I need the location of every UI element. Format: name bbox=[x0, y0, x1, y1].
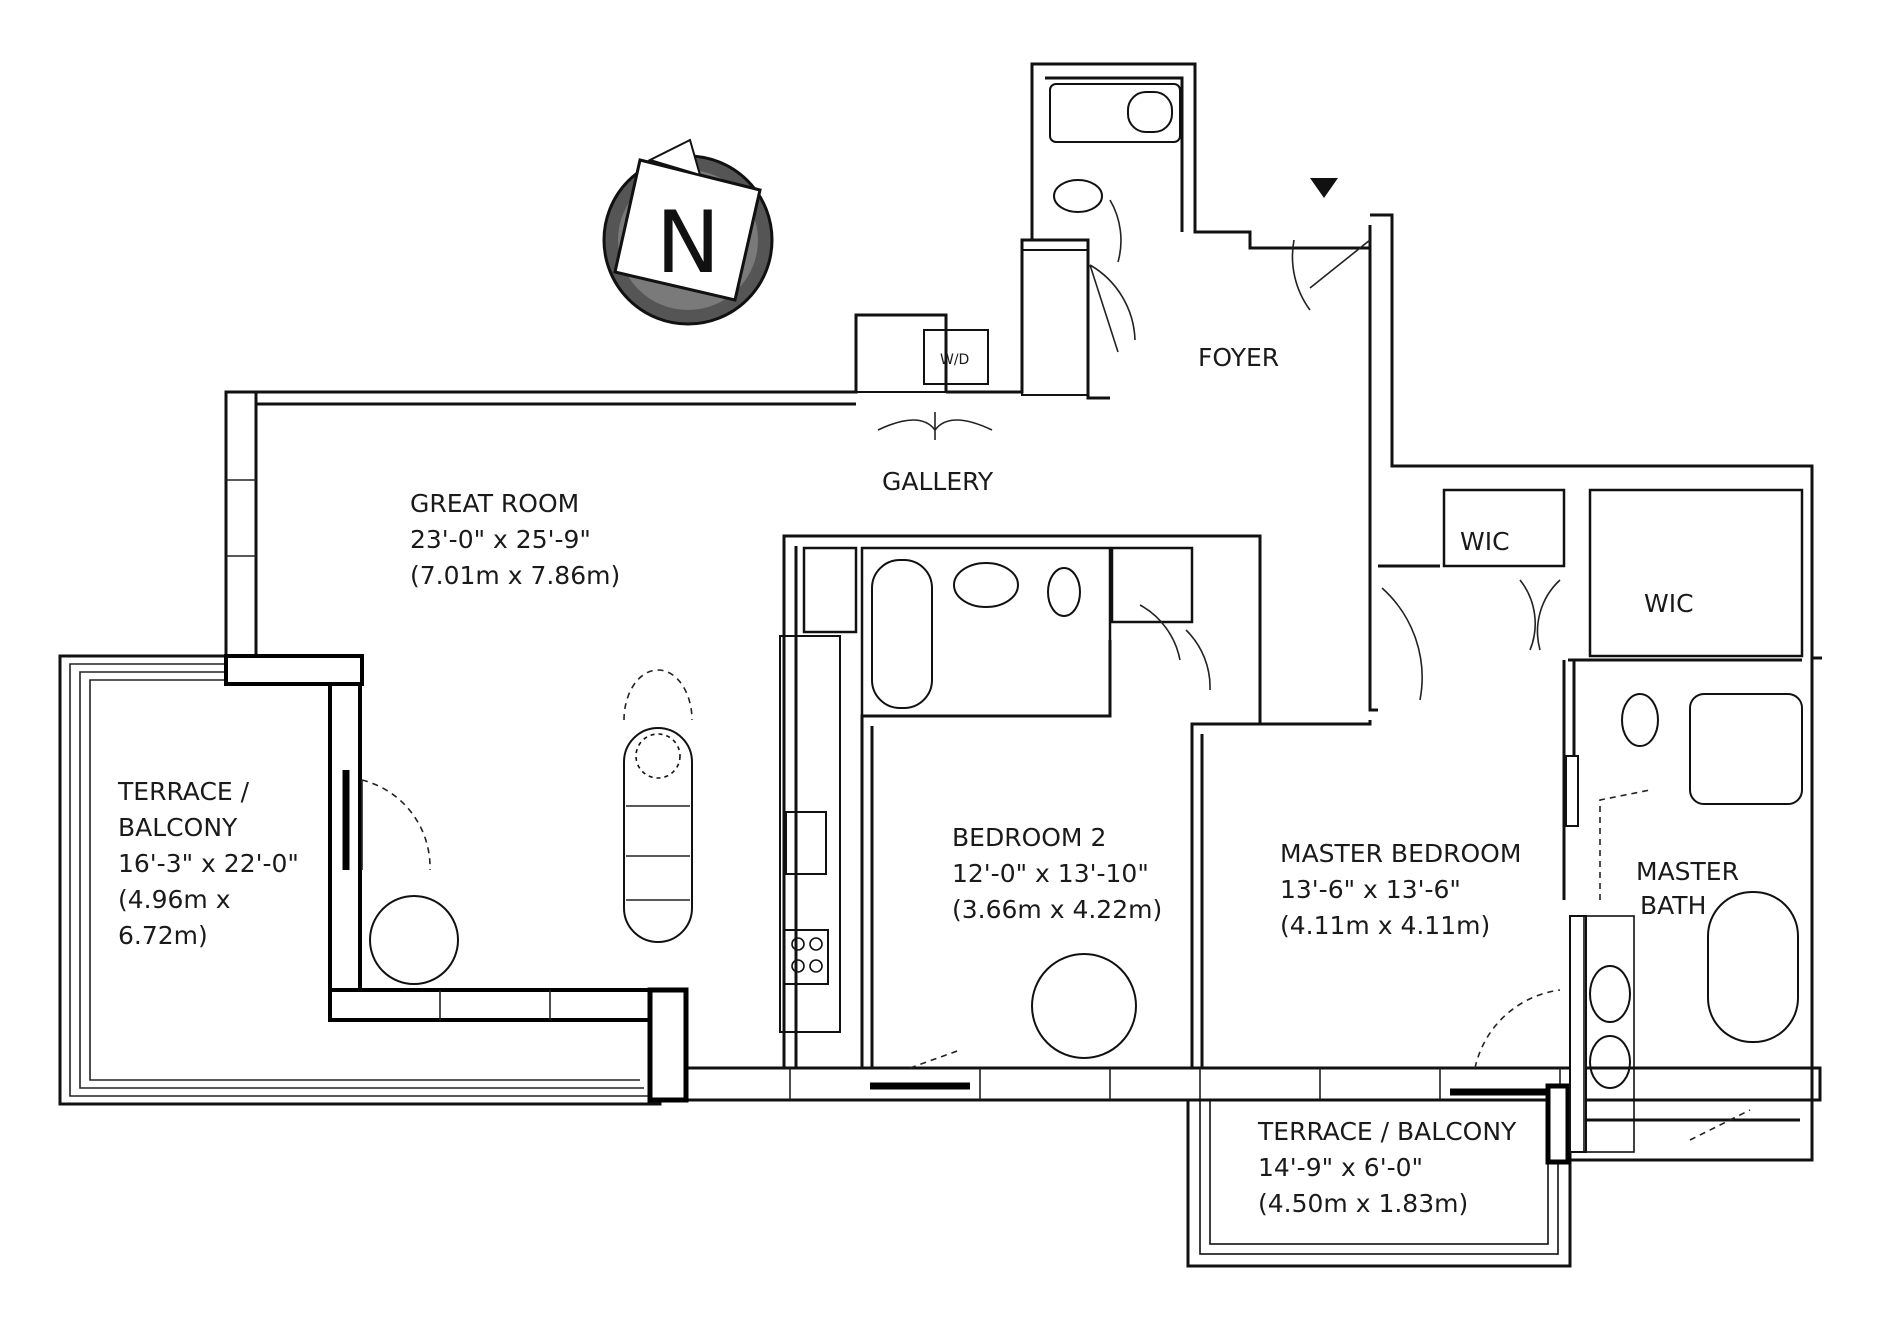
master-bath-name-1: MASTER bbox=[1636, 857, 1739, 886]
north-compass-icon: N bbox=[602, 138, 774, 326]
great-room-dims-metric: (7.01m x 7.86m) bbox=[410, 561, 620, 590]
terrace-south-dims-metric: (4.50m x 1.83m) bbox=[1258, 1189, 1468, 1218]
terrace-west-outline bbox=[58, 654, 689, 1106]
door-swings bbox=[877, 199, 1751, 1141]
fixtures bbox=[623, 83, 1803, 1153]
master-bedroom-dims-metric: (4.11m x 4.11m) bbox=[1280, 911, 1490, 940]
wic-1-name: WIC bbox=[1460, 527, 1510, 556]
washer-dryer-label: W/D bbox=[940, 352, 969, 368]
bedroom-2-name: BEDROOM 2 bbox=[952, 823, 1106, 852]
exterior-walls bbox=[224, 62, 1822, 1162]
terrace-west-dims-imperial: 16'-3" x 22'-0" bbox=[118, 849, 299, 878]
bedroom-2-dims-metric: (3.66m x 4.22m) bbox=[952, 895, 1162, 924]
terrace-south-outline bbox=[1186, 1083, 1572, 1268]
terrace-west-name-2: BALCONY bbox=[118, 813, 238, 842]
foyer-name: FOYER bbox=[1198, 343, 1279, 372]
entry-arrow-icon bbox=[1310, 178, 1338, 198]
interior-walls bbox=[782, 249, 1804, 1153]
terrace-south-dims-imperial: 14'-9" x 6'-0" bbox=[1258, 1153, 1423, 1182]
wic-2-name: WIC bbox=[1644, 589, 1694, 618]
terrace-west-name-1: TERRACE / bbox=[117, 777, 250, 806]
terrace-west-dims-metric-2: 6.72m) bbox=[118, 921, 208, 950]
master-bedroom-dims-imperial: 13'-6" x 13'-6" bbox=[1280, 875, 1461, 904]
terrace-south-name: TERRACE / BALCONY bbox=[1257, 1117, 1517, 1146]
terrace-west-dims-metric-1: (4.96m x bbox=[118, 885, 231, 914]
master-bath-name-2: BATH bbox=[1640, 891, 1706, 920]
compass-letter: N bbox=[656, 193, 720, 293]
gallery-name: GALLERY bbox=[882, 467, 994, 496]
great-room-name: GREAT ROOM bbox=[410, 489, 579, 518]
master-bedroom-name: MASTER BEDROOM bbox=[1280, 839, 1521, 868]
room-labels: GREAT ROOM 23'-0" x 25'-9" (7.01m x 7.86… bbox=[117, 343, 1739, 1218]
bedroom-2-dims-imperial: 12'-0" x 13'-10" bbox=[952, 859, 1149, 888]
great-room-dims-imperial: 23'-0" x 25'-9" bbox=[410, 525, 591, 554]
